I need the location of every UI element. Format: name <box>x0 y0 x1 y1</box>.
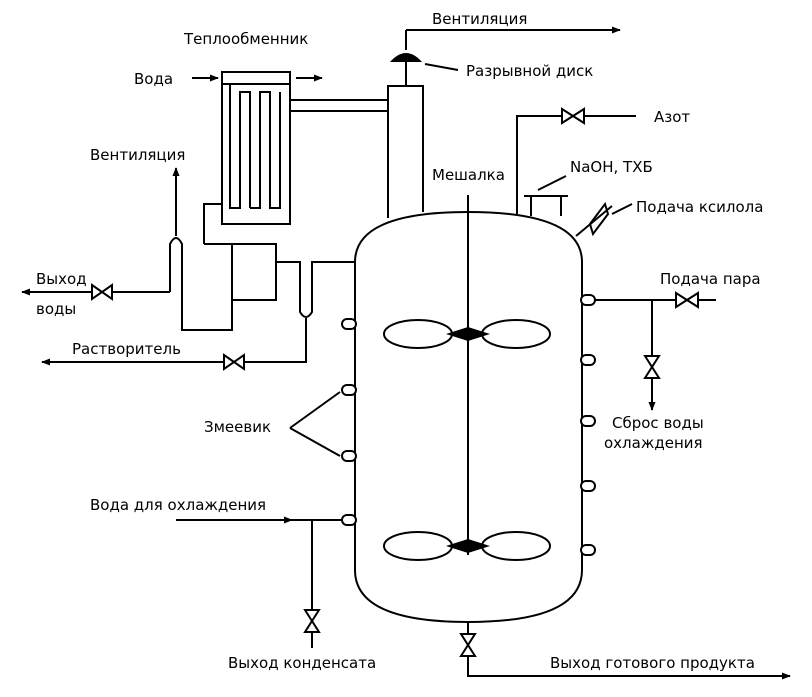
stirrer <box>383 195 551 561</box>
water-outlet-line <box>21 167 233 331</box>
naoh-inlet <box>524 175 568 216</box>
vent-column <box>387 26 621 218</box>
coil-leaders <box>289 391 341 457</box>
label-nitrogen: Азот <box>654 108 690 126</box>
heat-exchanger <box>192 71 388 225</box>
label-water-in: Вода <box>134 70 173 88</box>
label-stirrer: Мешалка <box>432 166 505 184</box>
label-cooling-water: Вода для охлаждения <box>90 496 266 514</box>
product-outlet <box>459 622 791 680</box>
label-heat-exchanger: Теплообменник <box>183 30 308 48</box>
label-ventilation-top: Вентиляция <box>432 10 527 28</box>
label-cooling-discharge-1: Сброс воды <box>612 414 704 432</box>
label-ventilation-left: Вентиляция <box>90 146 185 164</box>
label-naoh-txb: NaOH, ТХБ <box>570 158 653 176</box>
label-rupture-disc: Разрывной диск <box>466 62 593 80</box>
label-xylene-feed: Подача ксилола <box>636 198 763 216</box>
steam-line <box>595 291 716 411</box>
label-water-out-2: воды <box>36 300 76 318</box>
coil-bumps <box>341 294 596 556</box>
nitrogen-line <box>516 107 636 214</box>
label-steam-feed: Подача пара <box>660 270 761 288</box>
reactor-vessel <box>354 210 583 624</box>
label-solvent: Растворитель <box>72 340 181 358</box>
separator <box>203 203 277 301</box>
xylene-feed <box>575 201 633 237</box>
cooling-water-line <box>176 516 342 648</box>
label-water-out-1: Выход <box>36 270 87 288</box>
label-cooling-discharge-2: охлаждения <box>604 434 703 452</box>
label-product-out: Выход готового продукта <box>550 654 755 672</box>
label-coil: Змеевик <box>204 418 271 436</box>
label-condensate-out: Выход конденсата <box>228 654 376 672</box>
solvent-line <box>41 261 355 371</box>
